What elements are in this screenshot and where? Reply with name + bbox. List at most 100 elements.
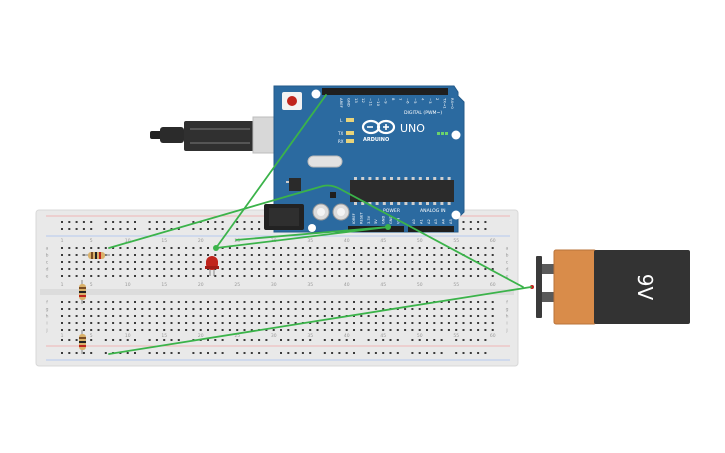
breadboard-hole[interactable]	[61, 261, 63, 263]
breadboard-hole[interactable]	[185, 247, 188, 249]
breadboard-hole[interactable]	[185, 261, 188, 263]
breadboard-hole[interactable]	[221, 301, 224, 303]
breadboard-rail-hole[interactable]	[104, 352, 107, 354]
breadboard-hole[interactable]	[433, 261, 436, 263]
breadboard-rail-hole[interactable]	[155, 221, 158, 223]
breadboard-hole[interactable]	[141, 261, 144, 263]
breadboard-hole[interactable]	[265, 315, 268, 317]
breadboard-hole[interactable]	[353, 275, 355, 277]
breadboard-hole[interactable]	[323, 261, 326, 263]
breadboard-hole[interactable]	[447, 275, 450, 277]
breadboard-hole[interactable]	[309, 301, 312, 303]
breadboard-hole[interactable]	[272, 254, 275, 256]
breadboard-hole[interactable]	[243, 315, 246, 317]
breadboard-hole[interactable]	[228, 275, 231, 277]
breadboard-hole[interactable]	[396, 261, 399, 263]
breadboard-hole[interactable]	[323, 329, 326, 331]
breadboard-hole[interactable]	[221, 329, 224, 331]
breadboard-hole[interactable]	[353, 268, 355, 270]
breadboard-hole[interactable]	[374, 322, 377, 324]
breadboard-hole[interactable]	[170, 254, 173, 256]
breadboard-hole[interactable]	[199, 254, 202, 256]
breadboard-hole[interactable]	[382, 247, 385, 249]
breadboard-hole[interactable]	[404, 261, 407, 263]
breadboard-hole[interactable]	[155, 247, 158, 249]
breadboard-hole[interactable]	[163, 247, 166, 249]
breadboard-hole[interactable]	[170, 301, 173, 303]
breadboard-hole[interactable]	[155, 254, 158, 256]
breadboard-hole[interactable]	[491, 254, 494, 256]
breadboard-hole[interactable]	[455, 254, 458, 256]
breadboard-hole[interactable]	[287, 301, 290, 303]
breadboard-hole[interactable]	[126, 247, 129, 249]
breadboard-hole[interactable]	[447, 308, 450, 310]
breadboard-hole[interactable]	[163, 301, 166, 303]
breadboard-hole[interactable]	[280, 301, 282, 303]
breadboard-rail-hole[interactable]	[236, 221, 239, 223]
breadboard-hole[interactable]	[185, 322, 188, 324]
breadboard-hole[interactable]	[382, 268, 385, 270]
breadboard-rail-hole[interactable]	[163, 221, 166, 223]
breadboard-hole[interactable]	[177, 247, 180, 249]
breadboard-hole[interactable]	[382, 322, 385, 324]
breadboard-hole[interactable]	[155, 315, 158, 317]
breadboard-rail-hole[interactable]	[155, 339, 158, 341]
breadboard-hole[interactable]	[331, 275, 334, 277]
breadboard-hole[interactable]	[185, 308, 188, 310]
breadboard-hole[interactable]	[177, 254, 180, 256]
breadboard-hole[interactable]	[338, 315, 341, 317]
breadboard-rail-hole[interactable]	[426, 352, 428, 354]
breadboard-hole[interactable]	[97, 268, 100, 270]
breadboard-hole[interactable]	[462, 261, 465, 263]
breadboard-hole[interactable]	[455, 322, 458, 324]
breadboard-rail-hole[interactable]	[68, 221, 71, 223]
breadboard-hole[interactable]	[199, 322, 202, 324]
breadboard-rail-hole[interactable]	[345, 352, 348, 354]
breadboard-hole[interactable]	[323, 247, 326, 249]
breadboard-rail-hole[interactable]	[469, 339, 472, 341]
breadboard-hole[interactable]	[411, 329, 414, 331]
analog-header[interactable]	[408, 226, 454, 232]
breadboard-hole[interactable]	[148, 247, 151, 249]
breadboard-hole[interactable]	[61, 247, 63, 249]
breadboard-rail-hole[interactable]	[148, 352, 151, 354]
breadboard-hole[interactable]	[331, 247, 334, 249]
breadboard-hole[interactable]	[374, 308, 377, 310]
breadboard-hole[interactable]	[192, 275, 195, 277]
breadboard-hole[interactable]	[404, 247, 407, 249]
breadboard-rail-hole[interactable]	[192, 228, 195, 230]
breadboard-hole[interactable]	[462, 315, 465, 317]
breadboard-hole[interactable]	[192, 261, 195, 263]
breadboard-rail-hole[interactable]	[61, 228, 63, 230]
breadboard-hole[interactable]	[170, 268, 173, 270]
breadboard-hole[interactable]	[411, 247, 414, 249]
breadboard-hole[interactable]	[338, 261, 341, 263]
breadboard-rail-hole[interactable]	[134, 339, 136, 341]
breadboard-hole[interactable]	[418, 247, 421, 249]
breadboard-rail-hole[interactable]	[243, 339, 246, 341]
breadboard-hole[interactable]	[214, 301, 217, 303]
wire-led-to-digital-pin[interactable]	[215, 94, 327, 249]
breadboard-hole[interactable]	[272, 275, 275, 277]
breadboard-hole[interactable]	[418, 315, 421, 317]
breadboard-hole[interactable]	[338, 254, 341, 256]
breadboard-rail-hole[interactable]	[236, 228, 239, 230]
breadboard-rail-hole[interactable]	[250, 352, 253, 354]
breadboard-hole[interactable]	[258, 254, 261, 256]
breadboard-rail-hole[interactable]	[477, 228, 480, 230]
breadboard-rail-hole[interactable]	[462, 221, 465, 223]
breadboard-hole[interactable]	[316, 329, 319, 331]
breadboard-hole[interactable]	[301, 329, 304, 331]
breadboard-hole[interactable]	[75, 247, 78, 249]
breadboard-hole[interactable]	[207, 275, 209, 277]
breadboard-hole[interactable]	[469, 308, 472, 310]
breadboard-hole[interactable]	[418, 268, 421, 270]
breadboard-hole[interactable]	[404, 275, 407, 277]
breadboard-hole[interactable]	[426, 261, 428, 263]
breadboard-rail-hole[interactable]	[207, 221, 209, 223]
breadboard-hole[interactable]	[287, 322, 290, 324]
breadboard-rail-hole[interactable]	[199, 352, 202, 354]
breadboard-hole[interactable]	[90, 329, 93, 331]
breadboard-hole[interactable]	[163, 254, 166, 256]
breadboard-hole[interactable]	[61, 254, 63, 256]
